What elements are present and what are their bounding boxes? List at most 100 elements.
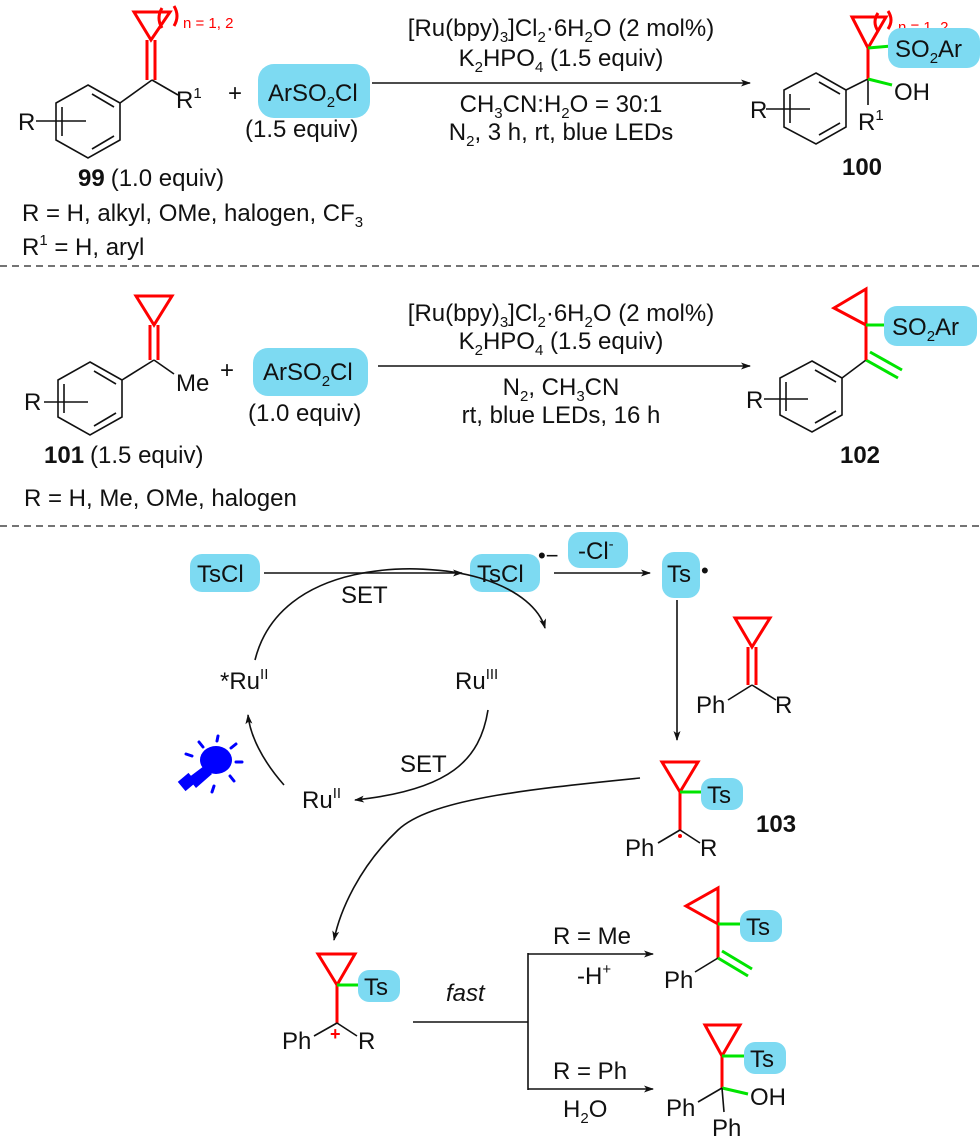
bond bbox=[727, 684, 753, 701]
bulb-glass bbox=[200, 746, 232, 774]
light-ray bbox=[210, 784, 216, 794]
substituent-r: R bbox=[18, 109, 35, 136]
ts-group: Ts bbox=[707, 782, 731, 809]
hydroxyl-group: OH bbox=[750, 1084, 786, 1111]
aryl-bond bbox=[119, 79, 153, 104]
phenyl-label: Ph bbox=[664, 967, 693, 994]
light-ray bbox=[228, 774, 236, 783]
ru-ii: RuII bbox=[302, 785, 341, 814]
highlight-pill bbox=[888, 28, 980, 68]
compound-100-structure: R R1 n = 1, 2 SO2Ar OH bbox=[750, 10, 980, 145]
bond bbox=[657, 829, 681, 844]
phenyl-label: Ph bbox=[625, 835, 654, 862]
r-label: R bbox=[700, 835, 717, 862]
green-bond bbox=[867, 77, 893, 87]
ring-bracket bbox=[157, 7, 164, 29]
compound-99-structure: R R1 n = 1, 2 bbox=[18, 5, 233, 159]
phenyl-label: Ph bbox=[282, 1028, 311, 1055]
aryl-bond bbox=[841, 359, 867, 379]
bond bbox=[313, 1022, 338, 1037]
catalyst-condition: [Ru(bpy)3]Cl2·6H2O (2 mol%) bbox=[408, 15, 714, 46]
radical-anion-mark: •− bbox=[538, 543, 559, 568]
oxidation-arrow bbox=[332, 777, 641, 941]
tscl: TsCl bbox=[197, 561, 244, 588]
alkylidenecyclopropane: Ph R bbox=[696, 616, 792, 719]
aromatic-bond bbox=[814, 410, 837, 424]
compound-103-label: 103 bbox=[756, 811, 796, 838]
aromatic-bond bbox=[93, 412, 117, 427]
light-ray bbox=[229, 742, 238, 750]
intermediate-103: Ts Ph R 103 bbox=[332, 760, 796, 941]
cyclopropane-ring bbox=[315, 952, 358, 988]
cyclopropane-ring bbox=[849, 15, 889, 52]
bond bbox=[694, 957, 719, 973]
plus-sign: + bbox=[220, 357, 234, 384]
bond bbox=[679, 829, 701, 844]
reagent-formula: ArSO2Cl bbox=[263, 359, 353, 390]
methylene-double-bond bbox=[869, 350, 903, 372]
light-bulb-icon bbox=[177, 734, 244, 794]
aromatic-bond bbox=[91, 93, 115, 108]
set-label: SET bbox=[341, 582, 388, 609]
plus-sign: + bbox=[228, 80, 242, 107]
ring-bracket bbox=[172, 5, 179, 27]
highlight-pill bbox=[190, 554, 260, 592]
methylene-double-bond bbox=[865, 358, 899, 380]
product-alkene: Ts Ph bbox=[664, 885, 782, 994]
ts-group: Ts bbox=[750, 1046, 774, 1073]
substituent-r1: R1 bbox=[858, 107, 884, 136]
reagent-equiv: (1.0 equiv) bbox=[248, 400, 361, 427]
benzene-ring bbox=[57, 361, 123, 436]
bond bbox=[751, 684, 777, 701]
scope-r1: R1 = H, aryl bbox=[22, 232, 144, 261]
time-condition: rt, blue LEDs, 16 h bbox=[462, 402, 661, 429]
phenyl-label: Ph bbox=[666, 1095, 695, 1122]
scope-r: R = H, alkyl, OMe, halogen, CF3 bbox=[22, 200, 363, 231]
highlight-pill bbox=[701, 778, 743, 810]
aromatic-bond bbox=[818, 81, 841, 95]
condition-r-me: R = Me bbox=[553, 923, 631, 950]
condition-r-ph: R = Ph bbox=[553, 1058, 627, 1085]
cyclopropane-ring bbox=[682, 885, 720, 927]
substituent-r: R bbox=[750, 97, 767, 124]
set-label: SET bbox=[400, 751, 447, 778]
radical-dot bbox=[678, 834, 682, 838]
highlight-pill bbox=[358, 970, 400, 1002]
methylene-double-bond bbox=[721, 949, 753, 971]
r-label: R bbox=[358, 1028, 375, 1055]
compound-100-label: 100 bbox=[842, 154, 882, 181]
highlight-pill bbox=[662, 552, 700, 598]
tscl-radical-anion: TsCl bbox=[477, 561, 524, 588]
mechanism: TsCl SET TsCl •− -Cl- Ts • Ph R *RuII Ru… bbox=[177, 532, 796, 1138]
highlight-pill bbox=[740, 910, 782, 942]
cyclopropane-ring bbox=[702, 1023, 743, 1060]
sulfonyl-group: SO2Ar bbox=[892, 314, 959, 345]
fast-label: fast bbox=[446, 980, 486, 1007]
light-ray bbox=[215, 734, 220, 743]
r-label: R bbox=[775, 692, 792, 719]
reagent-equiv: (1.5 equiv) bbox=[245, 116, 358, 143]
deprotonation-label: -H+ bbox=[577, 961, 611, 990]
ts-group: Ts bbox=[746, 914, 770, 941]
highlight-pill bbox=[568, 532, 628, 568]
methyl-group: Me bbox=[176, 370, 209, 397]
cyclopropane-ring bbox=[131, 10, 173, 43]
sulfonyl-group: SO2Ar bbox=[895, 36, 962, 67]
phenyl-label: Ph bbox=[712, 1115, 741, 1138]
catalyst-condition: [Ru(bpy)3]Cl2·6H2O (2 mol%) bbox=[408, 300, 714, 331]
atmosphere-condition: N2, 3 h, rt, blue LEDs bbox=[449, 119, 673, 150]
base-condition: K2HPO4 (1.5 equiv) bbox=[459, 328, 664, 359]
positive-charge: + bbox=[330, 1024, 341, 1044]
aromatic-bond bbox=[91, 135, 115, 150]
aromatic-bond bbox=[814, 369, 837, 383]
scheme-1: R R1 n = 1, 2 99(1.0 equiv) R = H, alkyl… bbox=[18, 5, 980, 261]
chloride-loss-label: -Cl- bbox=[578, 536, 614, 565]
ts-group: Ts bbox=[364, 974, 388, 1001]
scheme-2: R Me 101(1.5 equiv) R = H, Me, OMe, halo… bbox=[24, 286, 977, 512]
phenyl-label: Ph bbox=[696, 692, 725, 719]
bond bbox=[336, 1022, 358, 1037]
benzene-ring bbox=[779, 360, 843, 433]
methylene-double-bond bbox=[717, 956, 749, 978]
reagent-formula: ArSO2Cl bbox=[268, 80, 358, 111]
cycle-arc-reduction bbox=[354, 709, 489, 803]
